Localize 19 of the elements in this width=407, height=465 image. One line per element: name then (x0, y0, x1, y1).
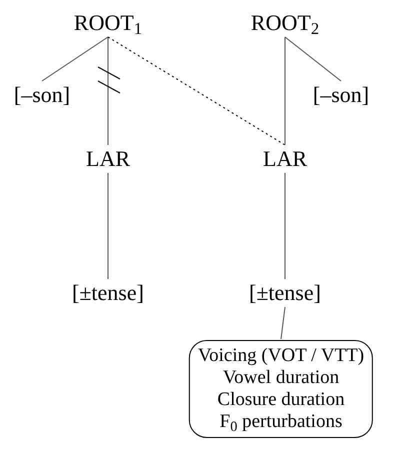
feature-label: [±tense] (249, 280, 321, 306)
connector-line (284, 36, 342, 82)
node-label: LAR (86, 146, 130, 172)
feature-label: [–son] (312, 82, 370, 108)
connector-line (284, 36, 286, 146)
connector-line (284, 172, 286, 280)
node-label: LAR (263, 146, 307, 172)
feature-label: [–son] (14, 82, 70, 108)
node-label: ROOT$_{2}$ (250, 10, 320, 36)
cue-text: Voicing (VOT / VTT) (198, 345, 364, 367)
cue-text: F$_{0}$ perturbations (220, 411, 342, 433)
cue-box (188, 340, 374, 438)
cue-text: Closure duration (217, 389, 345, 411)
connector-line (42, 36, 108, 82)
cue-text: Vowel duration (222, 367, 340, 389)
node-label: ROOT$_{1}$ (74, 10, 142, 36)
feature-label: [±tense] (72, 280, 144, 306)
connector-line (280, 306, 286, 340)
connector-line (108, 36, 286, 146)
